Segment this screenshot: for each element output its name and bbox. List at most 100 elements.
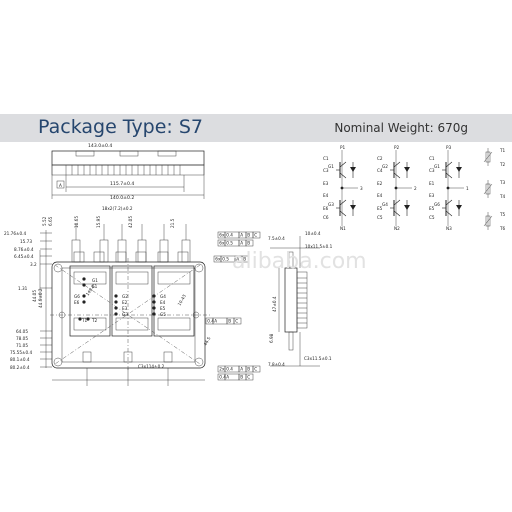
node-label: P2 bbox=[394, 145, 400, 150]
svg-text:A: A bbox=[240, 241, 243, 246]
ntc-label: T3 bbox=[499, 180, 506, 185]
node-label: 2 bbox=[414, 186, 417, 191]
node-label: 3 bbox=[360, 186, 363, 191]
node-label: G1 bbox=[434, 164, 440, 169]
node-label: P1 bbox=[340, 145, 346, 150]
dim-side-6: 7.8±0.4 bbox=[268, 362, 285, 367]
dim-bl-6: 80.2±0.4 bbox=[10, 365, 30, 370]
dim-left-4: 6.45±0.4 bbox=[14, 254, 34, 259]
dim-top-pin-span: 115.7±0.4 bbox=[110, 181, 134, 187]
ntc-label: T1 bbox=[499, 148, 506, 153]
dim-side-5: 6.98 bbox=[269, 333, 274, 343]
node-label: C3 bbox=[323, 168, 329, 173]
dim-top-5: 5.52 bbox=[42, 216, 47, 226]
top-view-body bbox=[51, 150, 205, 166]
node-label: E5 bbox=[429, 206, 435, 211]
circuit-schematics: P1C1C3E3E4E6C6N1G1G33P2C2C4E2E4E5C5N2G2G… bbox=[323, 145, 506, 231]
watermark-text: alibaba.com bbox=[232, 249, 367, 274]
svg-text:B: B bbox=[243, 257, 246, 262]
svg-text:B: B bbox=[247, 241, 250, 246]
node-label: E4 bbox=[377, 193, 383, 198]
top-view: 143.0±0.4 115.7±0.4 140.0±0.2 A bbox=[51, 143, 205, 201]
node-label: E5 bbox=[377, 206, 383, 211]
node-label: C6 bbox=[323, 215, 329, 220]
dim-left-2: 15.73 bbox=[20, 239, 32, 244]
pin-label-e1: E1 bbox=[92, 284, 98, 289]
dim-top-3: 42.05 bbox=[128, 216, 133, 228]
node-label: E3 bbox=[323, 181, 329, 186]
dim-top-6: 6.65 bbox=[48, 216, 53, 226]
front-view: G1 E1 G2 E2 E3 G3 G4 E4 E5 G5 G6 E6 T1 T… bbox=[4, 206, 261, 386]
side-view-body bbox=[284, 267, 298, 333]
pin-label-g6: G6 bbox=[74, 294, 80, 299]
node-label: E2 bbox=[377, 181, 383, 186]
pin-label-g4: G4 bbox=[160, 294, 166, 299]
svg-text:2x: 2x bbox=[219, 367, 225, 372]
node-label: C5 bbox=[429, 215, 435, 220]
dim-left-6: 1.31 bbox=[18, 286, 28, 291]
dim-top-2: 15.95 bbox=[96, 216, 101, 228]
svg-text:0.4: 0.4 bbox=[207, 319, 214, 324]
svg-text:B: B bbox=[247, 367, 250, 372]
pin-label-e5: E5 bbox=[160, 306, 166, 311]
pin-label-e6: E6 bbox=[74, 300, 80, 305]
svg-text:A: A bbox=[240, 233, 243, 238]
svg-text:A: A bbox=[214, 319, 217, 324]
pin-label-e2: E2 bbox=[122, 300, 128, 305]
svg-text:A: A bbox=[236, 257, 239, 262]
node-label: G6 bbox=[434, 202, 440, 207]
dim-bl-2: 78.05 bbox=[16, 336, 28, 341]
node-label: G1 bbox=[328, 164, 334, 169]
package-type-title: Package Type: S7 bbox=[38, 116, 204, 138]
module-1 bbox=[69, 265, 111, 337]
dim-side-1: 7.5±0.4 bbox=[268, 236, 285, 241]
dim-side-4: 47±0.4 bbox=[272, 296, 277, 312]
node-label: C3 bbox=[429, 168, 435, 173]
svg-text:C: C bbox=[235, 319, 238, 324]
node-label: E4 bbox=[323, 193, 329, 198]
node-label: G2 bbox=[382, 164, 388, 169]
pin-label-e3: E3 bbox=[122, 306, 128, 311]
svg-text:6x: 6x bbox=[219, 233, 225, 238]
svg-text:A: A bbox=[240, 367, 243, 372]
pin-label-t1: T1 bbox=[81, 318, 88, 323]
dim-side-3: 10x11.5±0.1 bbox=[305, 244, 333, 249]
svg-text:6x: 6x bbox=[219, 241, 225, 246]
dim-diag-3: 44.5 bbox=[203, 336, 212, 347]
dim-side-2: 10±0.4 bbox=[305, 231, 321, 236]
node-label: N2 bbox=[394, 226, 400, 231]
svg-text:0.5: 0.5 bbox=[226, 241, 233, 246]
dim-diag-1: 149.0 bbox=[85, 284, 96, 297]
dim-diag-2: 10.43 bbox=[177, 293, 187, 306]
node-label: P3 bbox=[446, 145, 452, 150]
ntc-label: T6 bbox=[499, 226, 506, 231]
dim-top-pitch: 18x2(7.2)±0.2 bbox=[102, 206, 133, 211]
pin-label-e4: E4 bbox=[160, 300, 166, 305]
svg-text:C: C bbox=[254, 367, 257, 372]
dim-left-3: 8.76±0.4 bbox=[14, 247, 34, 252]
dim-top-1: 10.65 bbox=[74, 216, 79, 228]
svg-text:0.4: 0.4 bbox=[219, 375, 226, 380]
node-label: G4 bbox=[382, 202, 388, 207]
ntc-label: T5 bbox=[499, 212, 506, 217]
nominal-weight-label: Nominal Weight: 670g bbox=[334, 121, 468, 135]
node-label: C5 bbox=[377, 215, 383, 220]
dim-top-length: 143.0±0.4 bbox=[88, 143, 112, 149]
node-label: N3 bbox=[446, 226, 452, 231]
dim-top-base: 140.0±0.2 bbox=[110, 195, 134, 201]
pin-labels: G1 E1 G2 E2 E3 G3 G4 E4 E5 G5 G6 E6 T1 T… bbox=[74, 278, 166, 323]
dim-top-4: 21.5 bbox=[170, 218, 175, 228]
pin-label-g1: G1 bbox=[92, 278, 98, 283]
svg-text:0.5: 0.5 bbox=[222, 257, 229, 262]
node-label: N1 bbox=[340, 226, 346, 231]
ntc-label: T2 bbox=[499, 162, 506, 167]
module-2 bbox=[111, 265, 153, 337]
node-label: C1 bbox=[429, 156, 435, 161]
ntc-label: T4 bbox=[499, 194, 506, 199]
dim-bl-5: 80.1±0.4 bbox=[10, 357, 30, 362]
dim-side-7: C3x11.5±0.1 bbox=[304, 356, 332, 361]
dim-left-8: 44.6±0.2 bbox=[38, 288, 43, 308]
